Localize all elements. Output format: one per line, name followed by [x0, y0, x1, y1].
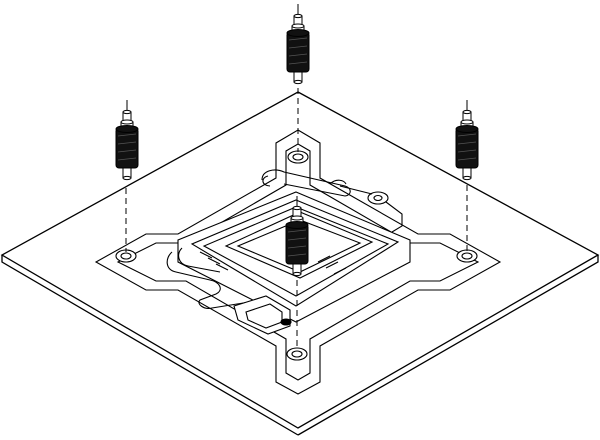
motherboard-edge-left	[1, 255, 299, 436]
standoff-thread	[117, 141, 137, 145]
standoff-center	[285, 196, 309, 277]
mounting-hole-top	[287, 150, 309, 164]
alignment-guides	[125, 78, 468, 350]
standoff-screw-cap	[462, 109, 472, 115]
standoff-thread	[288, 45, 308, 49]
standoff-flange-top	[120, 119, 134, 125]
standoff-right	[455, 100, 479, 181]
backplate-outer	[94, 129, 502, 395]
standoff-bottom-end	[292, 271, 302, 277]
mounting-hole-left	[115, 249, 137, 263]
standoff-body-top	[115, 125, 139, 133]
standoff-thread	[287, 245, 307, 249]
standoff-screw-cap	[292, 205, 302, 211]
standoff-thread	[288, 37, 308, 41]
mounting-hole-bottom	[286, 347, 308, 361]
standoff-thread	[288, 61, 308, 65]
socket-detail-lines	[199, 179, 347, 275]
backplate-inner	[116, 143, 480, 381]
standoff-flange-top	[460, 119, 474, 125]
standoff-body-top	[285, 221, 309, 229]
standoff-bottom-end	[462, 175, 472, 181]
backplate-outline	[94, 129, 502, 395]
mounting-hole-right	[456, 249, 478, 263]
lever-latch-right	[339, 185, 403, 233]
standoff-thread	[288, 53, 308, 57]
mounting-holes	[115, 150, 478, 361]
standoff-thread	[117, 149, 137, 153]
standoff-thread	[457, 141, 477, 145]
standoffs	[115, 4, 479, 277]
standoff-body-top	[286, 29, 310, 37]
standoff-bottom-end	[122, 175, 132, 181]
standoff-thread	[457, 149, 477, 153]
standoff-thread	[287, 229, 307, 233]
standoff-screw-cap	[293, 13, 303, 19]
standoff-flange-top	[291, 23, 305, 29]
standoff-screw-cap	[122, 109, 132, 115]
socket-hinge	[233, 295, 292, 335]
retention-lever-left	[166, 251, 263, 309]
standoff-flange-top	[290, 215, 304, 221]
standoff-thread	[287, 237, 307, 241]
standoff-thread	[457, 133, 477, 137]
socket-frame-inner	[190, 199, 400, 307]
motherboard-edge-right	[297, 255, 599, 436]
standoff-thread	[117, 133, 137, 137]
standoff-thread	[117, 157, 137, 161]
standoff-top	[286, 4, 310, 85]
standoff-body-top	[455, 125, 479, 133]
standoff-thread	[287, 253, 307, 257]
standoff-thread	[457, 157, 477, 161]
load-plate	[202, 206, 390, 297]
retention-lever-top	[261, 169, 351, 197]
standoff-bottom-end	[293, 79, 303, 85]
standoff-left	[115, 100, 139, 181]
